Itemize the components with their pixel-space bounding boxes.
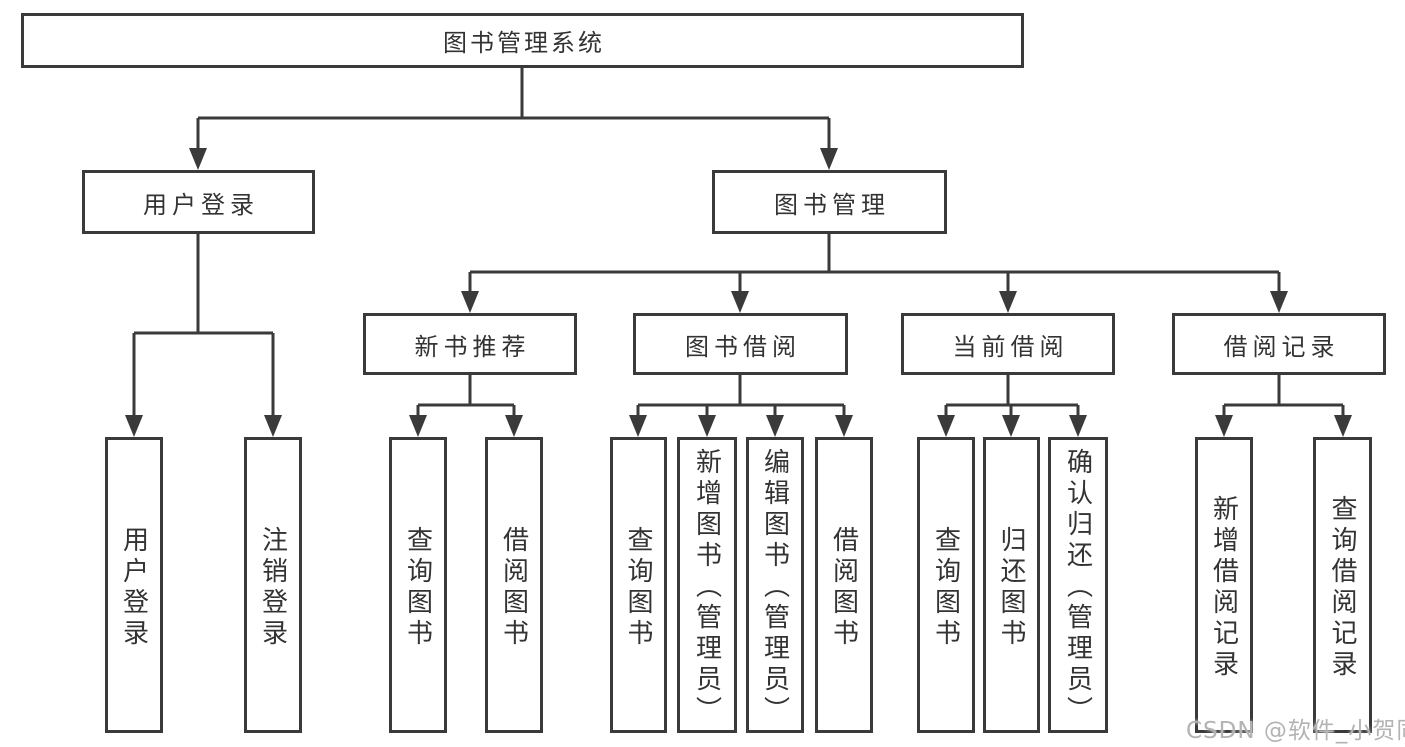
leaf-borrow-books-recommend: 借阅图书 — [485, 437, 543, 733]
leaf-query-books-recommend: 查询图书 — [389, 437, 447, 733]
node-current-borrowing: 当前借阅 — [901, 313, 1115, 375]
leaf-label: 确认归还（管理员） — [1062, 448, 1093, 727]
leaf-query-books-current: 查询图书 — [917, 437, 975, 733]
leaf-label: 借阅图书 — [828, 525, 859, 650]
node-label: 图书借阅 — [685, 332, 801, 361]
node-label: 当前借阅 — [952, 332, 1069, 361]
leaf-label: 查询图书 — [930, 525, 961, 650]
node-label: 图书管理 — [774, 190, 890, 219]
leaf-label: 借阅图书 — [498, 525, 529, 650]
node-label: 用户登录 — [143, 190, 259, 219]
leaf-label: 归还图书 — [996, 525, 1026, 650]
leaf-edit-book-admin: 编辑图书（管理员） — [746, 437, 804, 733]
leaf-user-login: 用户登录 — [105, 437, 163, 733]
leaf-label: 查询图书 — [402, 525, 433, 650]
leaf-logout: 注销登录 — [244, 437, 302, 733]
node-user-login: 用户登录 — [82, 170, 315, 234]
node-new-book-recommendation: 新书推荐 — [363, 313, 577, 375]
node-root-library-system: 图书管理系统 — [21, 13, 1024, 68]
leaf-label: 用户登录 — [118, 525, 149, 650]
node-label: 新书推荐 — [414, 332, 531, 361]
csdn-watermark: CSDN @软件_小贺同学 — [1186, 718, 1405, 744]
node-borrowing-records: 借阅记录 — [1172, 313, 1386, 375]
node-book-management: 图书管理 — [712, 170, 947, 234]
leaf-confirm-return-admin: 确认归还（管理员） — [1048, 437, 1108, 733]
leaf-add-book-admin: 新增图书（管理员） — [677, 437, 737, 733]
leaf-label: 查询图书 — [623, 525, 653, 650]
node-label: 图书管理系统 — [443, 29, 605, 57]
leaf-borrow-books-borrowing: 借阅图书 — [815, 437, 873, 733]
node-label: 借阅记录 — [1223, 332, 1340, 361]
leaf-query-borrow-record: 查询借阅记录 — [1313, 437, 1372, 733]
leaf-query-books-borrowing: 查询图书 — [610, 437, 667, 733]
leaf-label: 查询借阅记录 — [1327, 494, 1357, 681]
leaf-label: 编辑图书（管理员） — [759, 448, 790, 727]
leaf-label: 新增图书（管理员） — [691, 448, 722, 727]
leaf-return-books: 归还图书 — [983, 437, 1040, 733]
leaf-label: 注销登录 — [257, 525, 288, 650]
leaf-add-borrow-record: 新增借阅记录 — [1195, 437, 1253, 733]
node-book-borrowing: 图书借阅 — [633, 313, 848, 375]
leaf-label: 新增借阅记录 — [1208, 494, 1239, 681]
